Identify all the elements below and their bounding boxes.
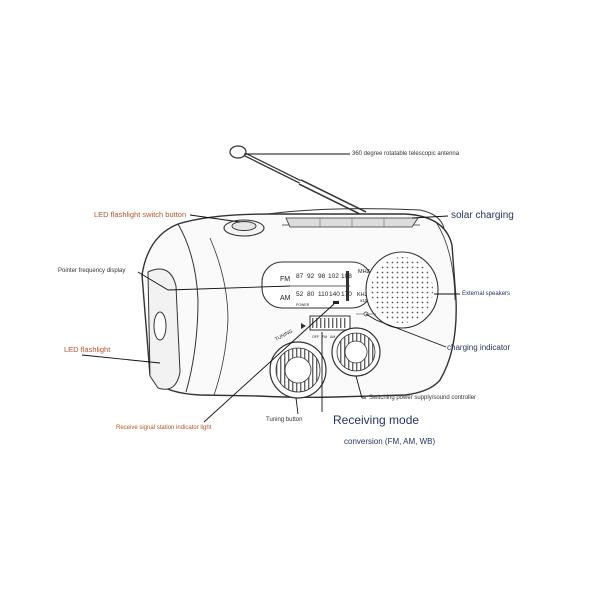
pointer-display-label: Pointer frequency display — [58, 268, 126, 274]
led-flashlight-label: LED flashlight — [64, 345, 111, 354]
mode-fm: FM — [322, 335, 327, 339]
callout-lines — [81, 153, 460, 423]
charging-indicator-label: charging indicator — [447, 343, 511, 352]
indicator-light-label: Receive signal station indicator light — [116, 425, 212, 431]
speaker-grille — [365, 251, 439, 329]
led-flashlight — [147, 268, 181, 390]
fm-unit: MHZ — [358, 269, 371, 275]
receiving-mode-sub-label: conversion (FM, AM, WB) — [344, 437, 436, 446]
fm-scale: 87 92 98 102 108 — [296, 273, 352, 280]
fm-tick: 87 — [296, 273, 304, 280]
frequency-dial: FM AM MHZ KHZ x10 87 92 98 102 108 52 80… — [261, 261, 373, 309]
fm-tick: 98 — [318, 273, 326, 280]
signal-indicator-light — [333, 301, 339, 304]
solar-charging-label: solar charging — [451, 210, 514, 221]
receiving-mode-label: Receiving mode — [333, 413, 420, 427]
am-tick: 80 — [307, 291, 315, 298]
am-tick: 52 — [296, 291, 304, 298]
fm-tick: 102 — [328, 273, 339, 280]
volume-knob[interactable] — [331, 327, 381, 377]
am-tick: 140 — [329, 291, 340, 298]
am-unit-sub: x10 — [360, 298, 368, 303]
tuning-knob[interactable] — [269, 341, 327, 399]
am-unit: KHZ — [357, 292, 369, 298]
led-switch-button[interactable] — [223, 219, 265, 237]
external-speakers-label: External speakers — [462, 291, 511, 297]
fm-tick: 108 — [341, 273, 352, 280]
fm-label: FM — [280, 276, 290, 283]
fm-tick: 92 — [307, 273, 315, 280]
antenna-label: 360 degree rotatable telescopic antenna — [352, 151, 460, 157]
am-scale: 52 80 110 140 170 — [296, 291, 352, 298]
telescopic-antenna — [229, 145, 367, 217]
led-switch-label: LED flashlight switch button — [94, 210, 187, 219]
am-tick: 170 — [341, 291, 352, 298]
mode-off: OFF — [312, 335, 319, 339]
solar-panel — [285, 217, 419, 228]
am-label: AM — [280, 295, 291, 302]
power-text: POWER — [296, 303, 310, 307]
power-switch-label: Switching power supply/sound controller — [369, 395, 477, 401]
mode-am: AM — [330, 335, 335, 339]
am-tick: 110 — [318, 291, 329, 298]
tuning-button-label: Tuning button — [266, 417, 303, 423]
